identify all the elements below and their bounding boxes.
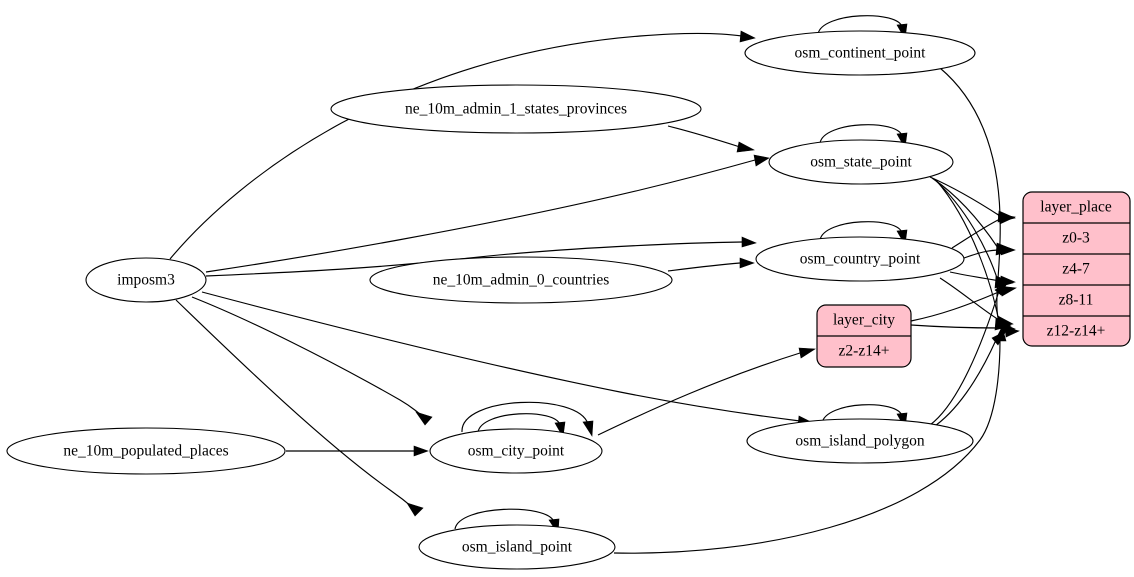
node-shape-ellipse xyxy=(418,524,616,570)
arrowhead-icon xyxy=(753,154,770,167)
edge-osm_state_point-self-loop xyxy=(819,124,903,144)
arrowhead-icon xyxy=(1000,322,1016,334)
edge-imposm3-to-osm_continent_point xyxy=(169,32,743,260)
edge-imposm3-to-osm_island_polygon xyxy=(201,291,801,422)
edge-osm_island_polygon-to-layer_place-z12 xyxy=(931,339,997,429)
arrowhead-icon xyxy=(406,502,424,517)
node-shape-ellipse xyxy=(85,257,207,303)
edge-osm_island_polygon-self-loop xyxy=(821,404,903,424)
node-ne_10m_admin_0_countries[interactable]: ne_10m_admin_0_countries xyxy=(369,256,673,304)
edge-osm_state_point-to-layer_place-z0-3 xyxy=(929,176,1001,217)
node-shape-ellipse xyxy=(369,256,673,304)
node-osm_state_point[interactable]: osm_state_point xyxy=(768,139,954,185)
node-shape-ellipse xyxy=(330,84,702,134)
edge-osm_state_point-to-layer_place-z8-11 xyxy=(933,178,999,282)
node-layer: imposm3 ne_10m_admin_1_states_provinces … xyxy=(6,30,976,570)
arrowhead-icon xyxy=(998,285,1017,297)
edge-imposm3-to-osm_island_point xyxy=(175,299,419,513)
arrowhead-icon xyxy=(736,141,755,153)
arrowhead-icon xyxy=(1000,244,1016,256)
edge-osm_island_point-self-loop xyxy=(454,508,555,530)
layer-box-layer_place[interactable]: layer_place z0-3 z4-7 z8-11 z12-z14+ xyxy=(1022,191,1131,347)
edge-layer_city-to-layer_place-z8-11 xyxy=(910,290,1002,322)
layer_place-box-shape xyxy=(1022,191,1131,347)
arrowhead-icon xyxy=(415,411,433,426)
layer-box-layer_city[interactable]: layer_city z2-z14+ xyxy=(816,304,912,368)
node-shape-ellipse xyxy=(744,30,976,76)
edge-osm_island_polygon-to-layer_place-z8-11 xyxy=(929,290,1000,426)
node-osm_city_point[interactable]: osm_city_point xyxy=(429,428,603,474)
node-shape-ellipse xyxy=(755,236,965,282)
node-shape-ellipse xyxy=(429,428,603,474)
node-ne_10m_admin_1_states_provinces[interactable]: ne_10m_admin_1_states_provinces xyxy=(330,84,702,134)
edge-osm_city_point-to-layer_city xyxy=(597,352,801,436)
edge-imposm3-to-osm_state_point xyxy=(205,159,756,273)
edge-layer_city-to-layer_place-z12 xyxy=(910,324,1002,329)
node-shape-ellipse xyxy=(6,427,286,475)
node-osm_island_point[interactable]: osm_island_point xyxy=(418,524,616,570)
arrowhead-icon xyxy=(997,213,1016,225)
arrowhead-icon xyxy=(994,326,1007,342)
node-imposm3[interactable]: imposm3 xyxy=(85,257,207,303)
arrowhead-icon xyxy=(413,445,429,457)
edge-osm_state_point-to-layer_place-z4-7 xyxy=(931,177,999,249)
arrowhead-icon xyxy=(741,236,757,248)
node-osm_continent_point[interactable]: osm_continent_point xyxy=(744,30,976,76)
arrowhead-icon xyxy=(739,30,756,43)
arrowhead-icon xyxy=(739,257,755,269)
node-shape-ellipse xyxy=(746,418,974,464)
node-osm_country_point[interactable]: osm_country_point xyxy=(755,236,965,282)
node-ne_10m_populated_places[interactable]: ne_10m_populated_places xyxy=(6,427,286,475)
edge-osm_country_point-to-layer_place-z0-3 xyxy=(951,218,1001,249)
edge-osm_island_point-to-layer_place-z12 xyxy=(613,339,1001,554)
edge-imposm3-to-osm_city_point xyxy=(191,296,429,422)
edge-osm_country_point-self-loop xyxy=(819,221,903,241)
edge-osm_country_point-to-layer_place-z12 xyxy=(939,277,1000,321)
edge-osm_city_point-outer-loop xyxy=(461,401,589,433)
edge-osm_city_point-self-loop xyxy=(477,413,561,433)
arrowhead-icon xyxy=(582,420,594,437)
edge-osm_state_point-to-layer_place-z12 xyxy=(935,179,1000,323)
edge-osm_country_point-to-layer_place-z4-7 xyxy=(963,249,1002,259)
arrowhead-icon xyxy=(798,347,816,359)
edge-ne_10m_admin_1_states_provinces-to-osm_state_point xyxy=(667,125,741,148)
node-osm_island_polygon[interactable]: osm_island_polygon xyxy=(746,418,974,464)
edge-osm_continent_point-self-loop xyxy=(817,15,903,35)
edge-layer xyxy=(169,15,1020,554)
node-shape-ellipse xyxy=(768,139,954,185)
edge-osm_country_point-to-layer_place-z8-11 xyxy=(949,271,1001,282)
edge-ne_10m_admin_0_countries-to-osm_country_point xyxy=(667,262,741,272)
